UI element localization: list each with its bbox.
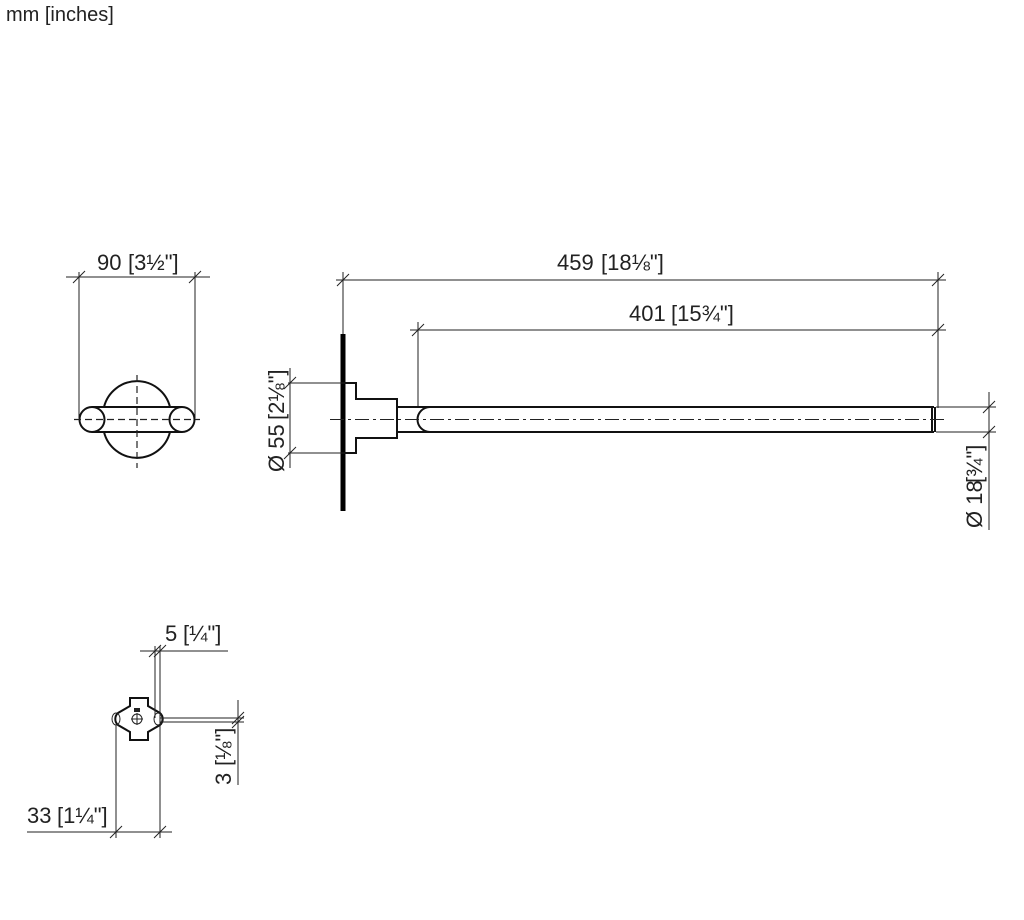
dim-flange-diameter-inch: [2⅛"]: [264, 369, 289, 420]
dim-arm-length-mm: 401: [629, 301, 666, 326]
dim-overall-length-inch: [18⅛"]: [601, 250, 664, 275]
dim-flange-diameter-mm: Ø 55: [264, 424, 289, 472]
dim-bracket-width-inch: [1¼"]: [57, 803, 108, 828]
top-view: 90 [3½"]: [66, 250, 210, 468]
dim-pipe-diameter-mm: Ø 18: [962, 480, 987, 528]
units-label: mm [inches]: [6, 4, 114, 26]
dim-bracket-width-mm: 33: [27, 803, 51, 828]
dim-width-top-inch: [3½"]: [128, 250, 179, 275]
dim-offset-small-inch: [¼"]: [183, 621, 221, 646]
dim-overall-length-mm: 459: [557, 250, 594, 275]
dim-arm-length-inch: [15¾"]: [671, 301, 734, 326]
dim-offset-vertical-inch: [⅛"]: [211, 728, 236, 766]
dim-offset-vertical-mm: 3: [211, 773, 236, 785]
dim-offset-small-mm: 5: [165, 621, 177, 646]
side-view: 459 [18⅛"] 401 [15¾"] Ø 55 [2⅛"] Ø 18 [¾…: [264, 250, 996, 530]
dim-pipe-diameter-inch: [¾"]: [962, 445, 987, 483]
dim-width-top-mm: 90: [97, 250, 121, 275]
bracket-view: 5 [¼"] 3 [⅛"] 33 [1¼"]: [27, 621, 245, 839]
